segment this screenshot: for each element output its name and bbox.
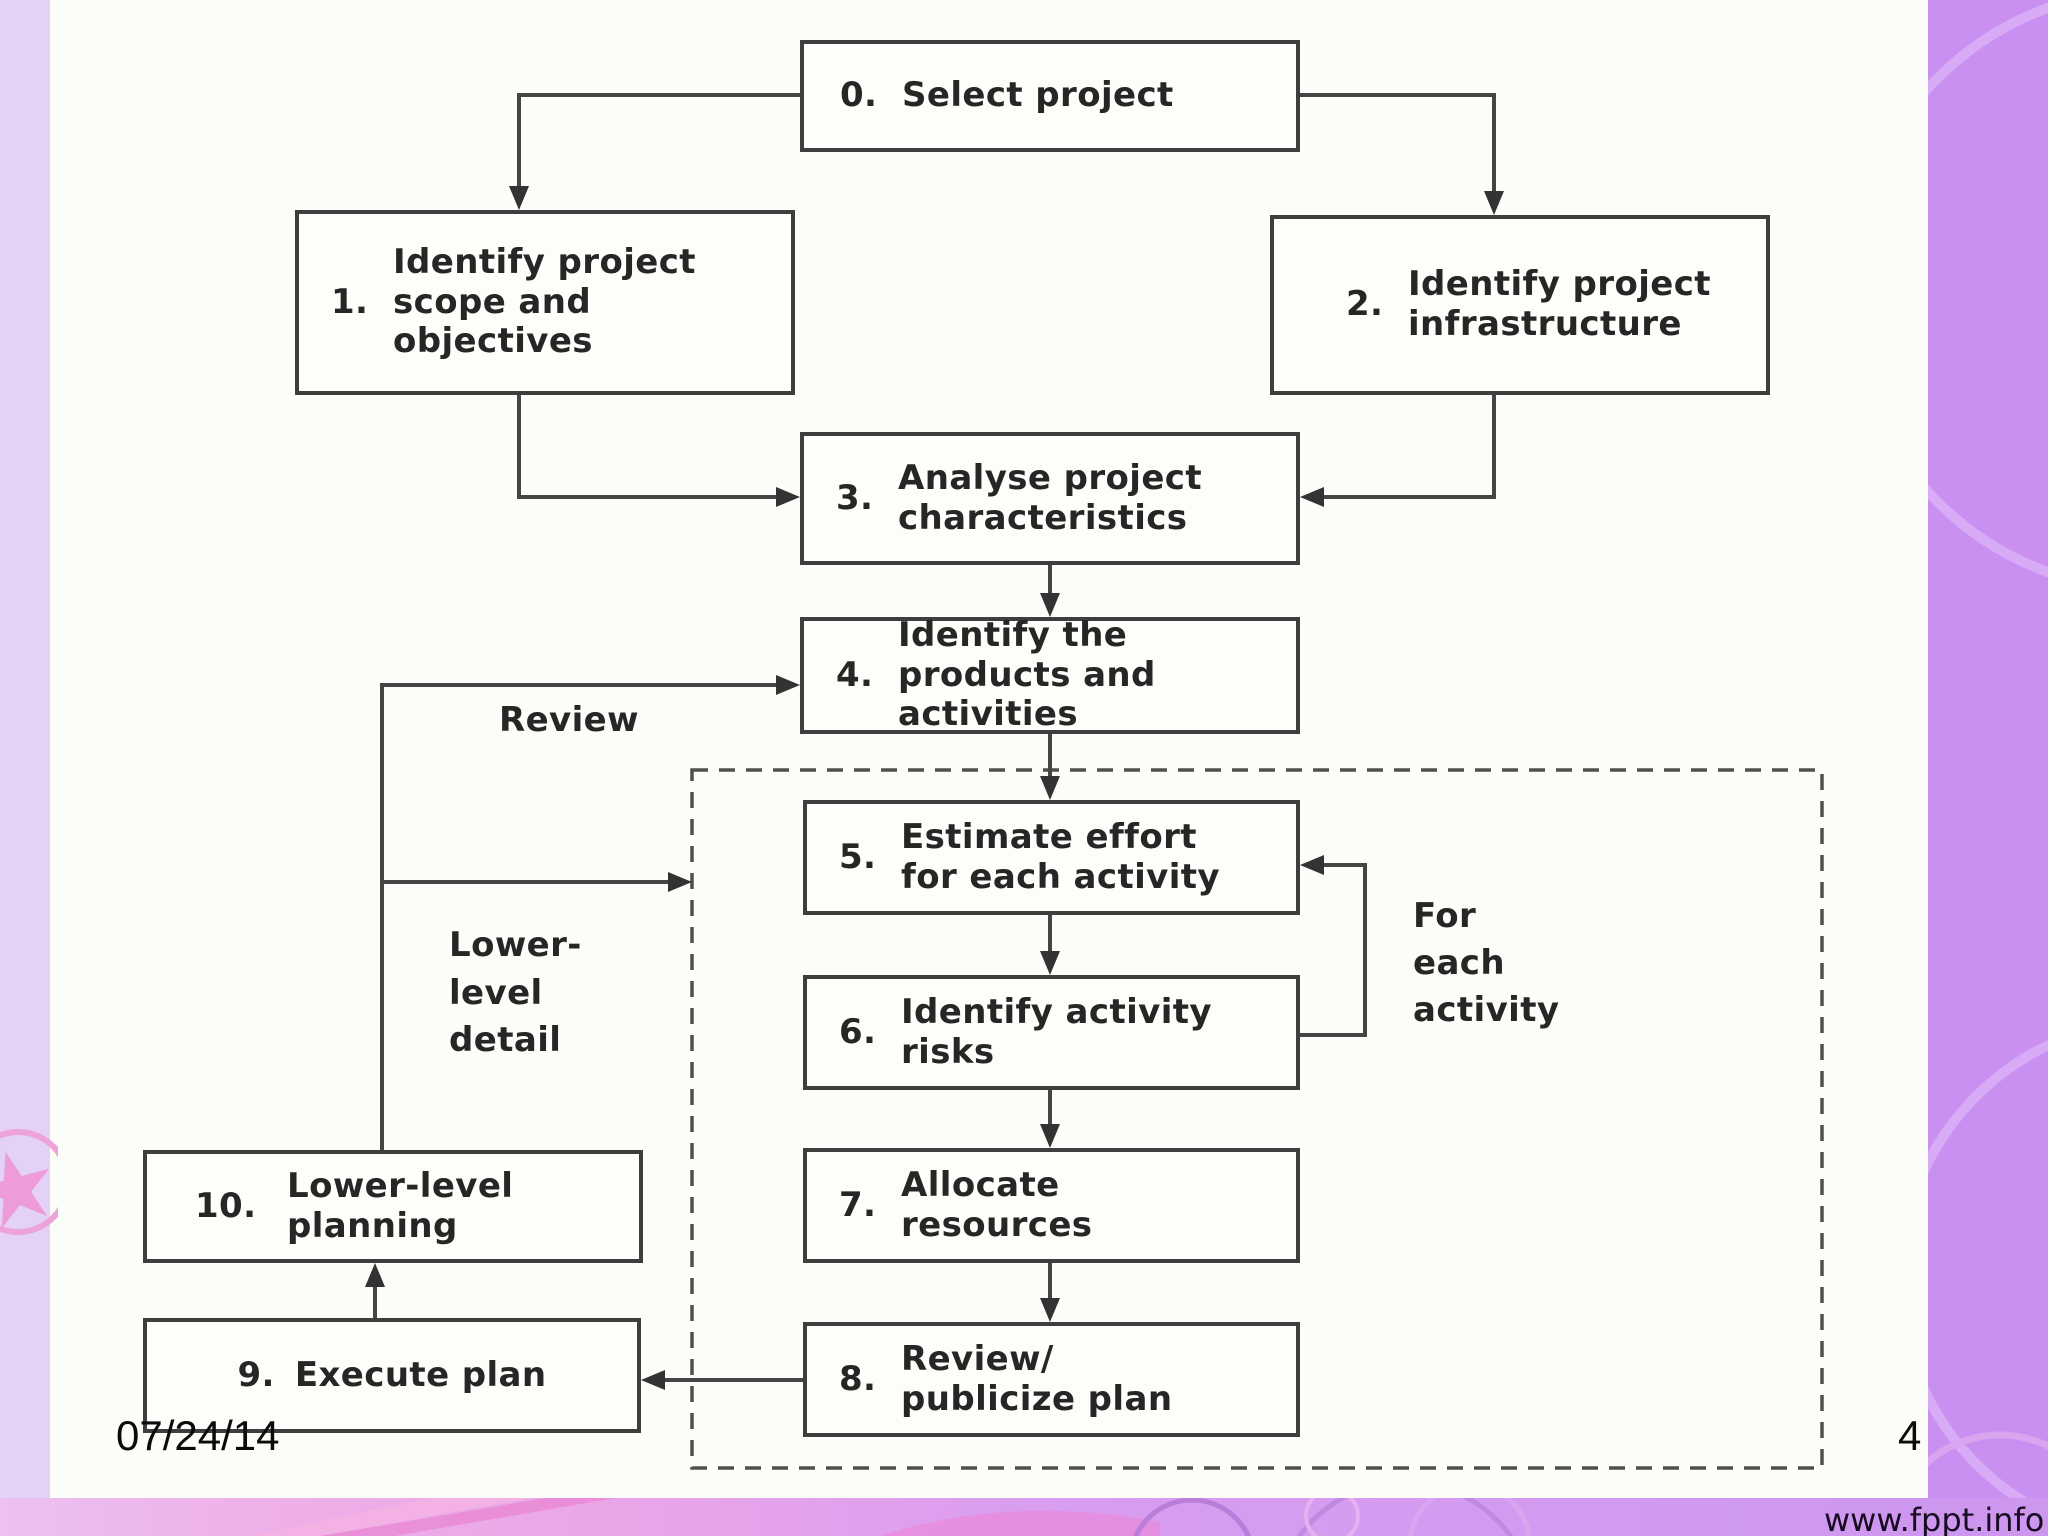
box-number: 0. (840, 75, 878, 116)
star-decoration-icon (0, 1100, 58, 1270)
footer-swirl (320, 1498, 615, 1536)
connector-review-10-to-4 (380, 675, 800, 1150)
page-number: 4 (1898, 1412, 1922, 1459)
box-label: Identify activity risks (901, 991, 1212, 1072)
box-label: Identify project infrastructure (1408, 264, 1711, 344)
left-border-strip (0, 0, 50, 1498)
flow-box-identify-scope-objectives: 1. Identify project scope and objectives (295, 210, 795, 395)
star-decoration-svg (0, 1129, 58, 1235)
box-label: Select project (902, 75, 1174, 116)
circle-decoration (1928, 1431, 2048, 1467)
box-label: Allocate resources (901, 1164, 1093, 1245)
flow-box-select-project: 0. Select project (800, 40, 1300, 152)
label-for-each-activity: For each activity (1413, 896, 1560, 1030)
footer-decoration-svg (0, 1498, 2048, 1536)
slide-date: 07/24/14 (116, 1412, 280, 1459)
box-number: 4. (836, 654, 874, 695)
box-number: 1. (331, 281, 369, 322)
flow-box-review-publicize-plan: 8. Review/ publicize plan (803, 1322, 1300, 1437)
connector-1-to-3 (517, 394, 800, 507)
connector-2-to-3 (1300, 394, 1496, 507)
box-number: 3. (836, 477, 874, 518)
box-number: 6. (839, 1011, 877, 1052)
right-border-strip (1928, 0, 2048, 1536)
box-number: 2. (1346, 284, 1384, 325)
star-circle-outline (0, 1129, 58, 1235)
flow-box-identify-infrastructure: 2. Identify project infrastructure (1270, 215, 1770, 395)
box-label: Review/ publicize plan (901, 1338, 1173, 1419)
footer-swirl (880, 1510, 1160, 1536)
box-label: Lower-level planning (287, 1165, 514, 1246)
flow-box-identify-activity-risks: 6. Identify activity risks (803, 975, 1300, 1090)
flow-box-allocate-resources: 7. Allocate resources (803, 1148, 1300, 1263)
box-number: 10. (195, 1185, 257, 1226)
box-number: 8. (839, 1358, 877, 1399)
box-number: 5. (839, 836, 877, 877)
box-number: 7. (839, 1184, 877, 1225)
dashed-group-border (690, 768, 1824, 1470)
right-strip-decoration (1928, 2, 2048, 1521)
flow-box-identify-products-activities: 4. Identify the products and activities (800, 614, 1300, 735)
box-label: Identify the products and activities (898, 614, 1156, 735)
box-number: 9. (237, 1354, 275, 1395)
footer-swirl (250, 1498, 530, 1536)
connector-0-to-2 (1300, 93, 1504, 215)
connector-loop-6-to-5 (1300, 855, 1367, 1037)
flow-box-analyse-characteristics: 3. Analyse project characteristics (800, 432, 1300, 565)
label-review: Review (499, 700, 639, 740)
connector-0-to-1 (509, 93, 800, 210)
box-label: Execute plan (294, 1354, 547, 1395)
circle-decoration (1132, 1498, 1252, 1536)
flow-box-execute-plan: 9. Execute plan (143, 1318, 641, 1433)
label-lower-level-detail: Lower- level detail (449, 925, 582, 1061)
circle-decoration (1304, 1498, 1360, 1536)
watermark-text: www.fppt.info (1824, 1501, 2045, 1536)
star-icon (0, 1151, 50, 1229)
box-label: Identify project scope and objectives (393, 241, 696, 362)
box-label: Analyse project characteristics (898, 457, 1202, 538)
box-label: Estimate effort for each activity (901, 816, 1220, 897)
footer-decoration-strip (0, 1498, 2048, 1536)
flow-box-lower-level-planning: 10. Lower-level planning (143, 1150, 643, 1263)
flow-box-estimate-effort: 5. Estimate effort for each activity (803, 800, 1300, 915)
